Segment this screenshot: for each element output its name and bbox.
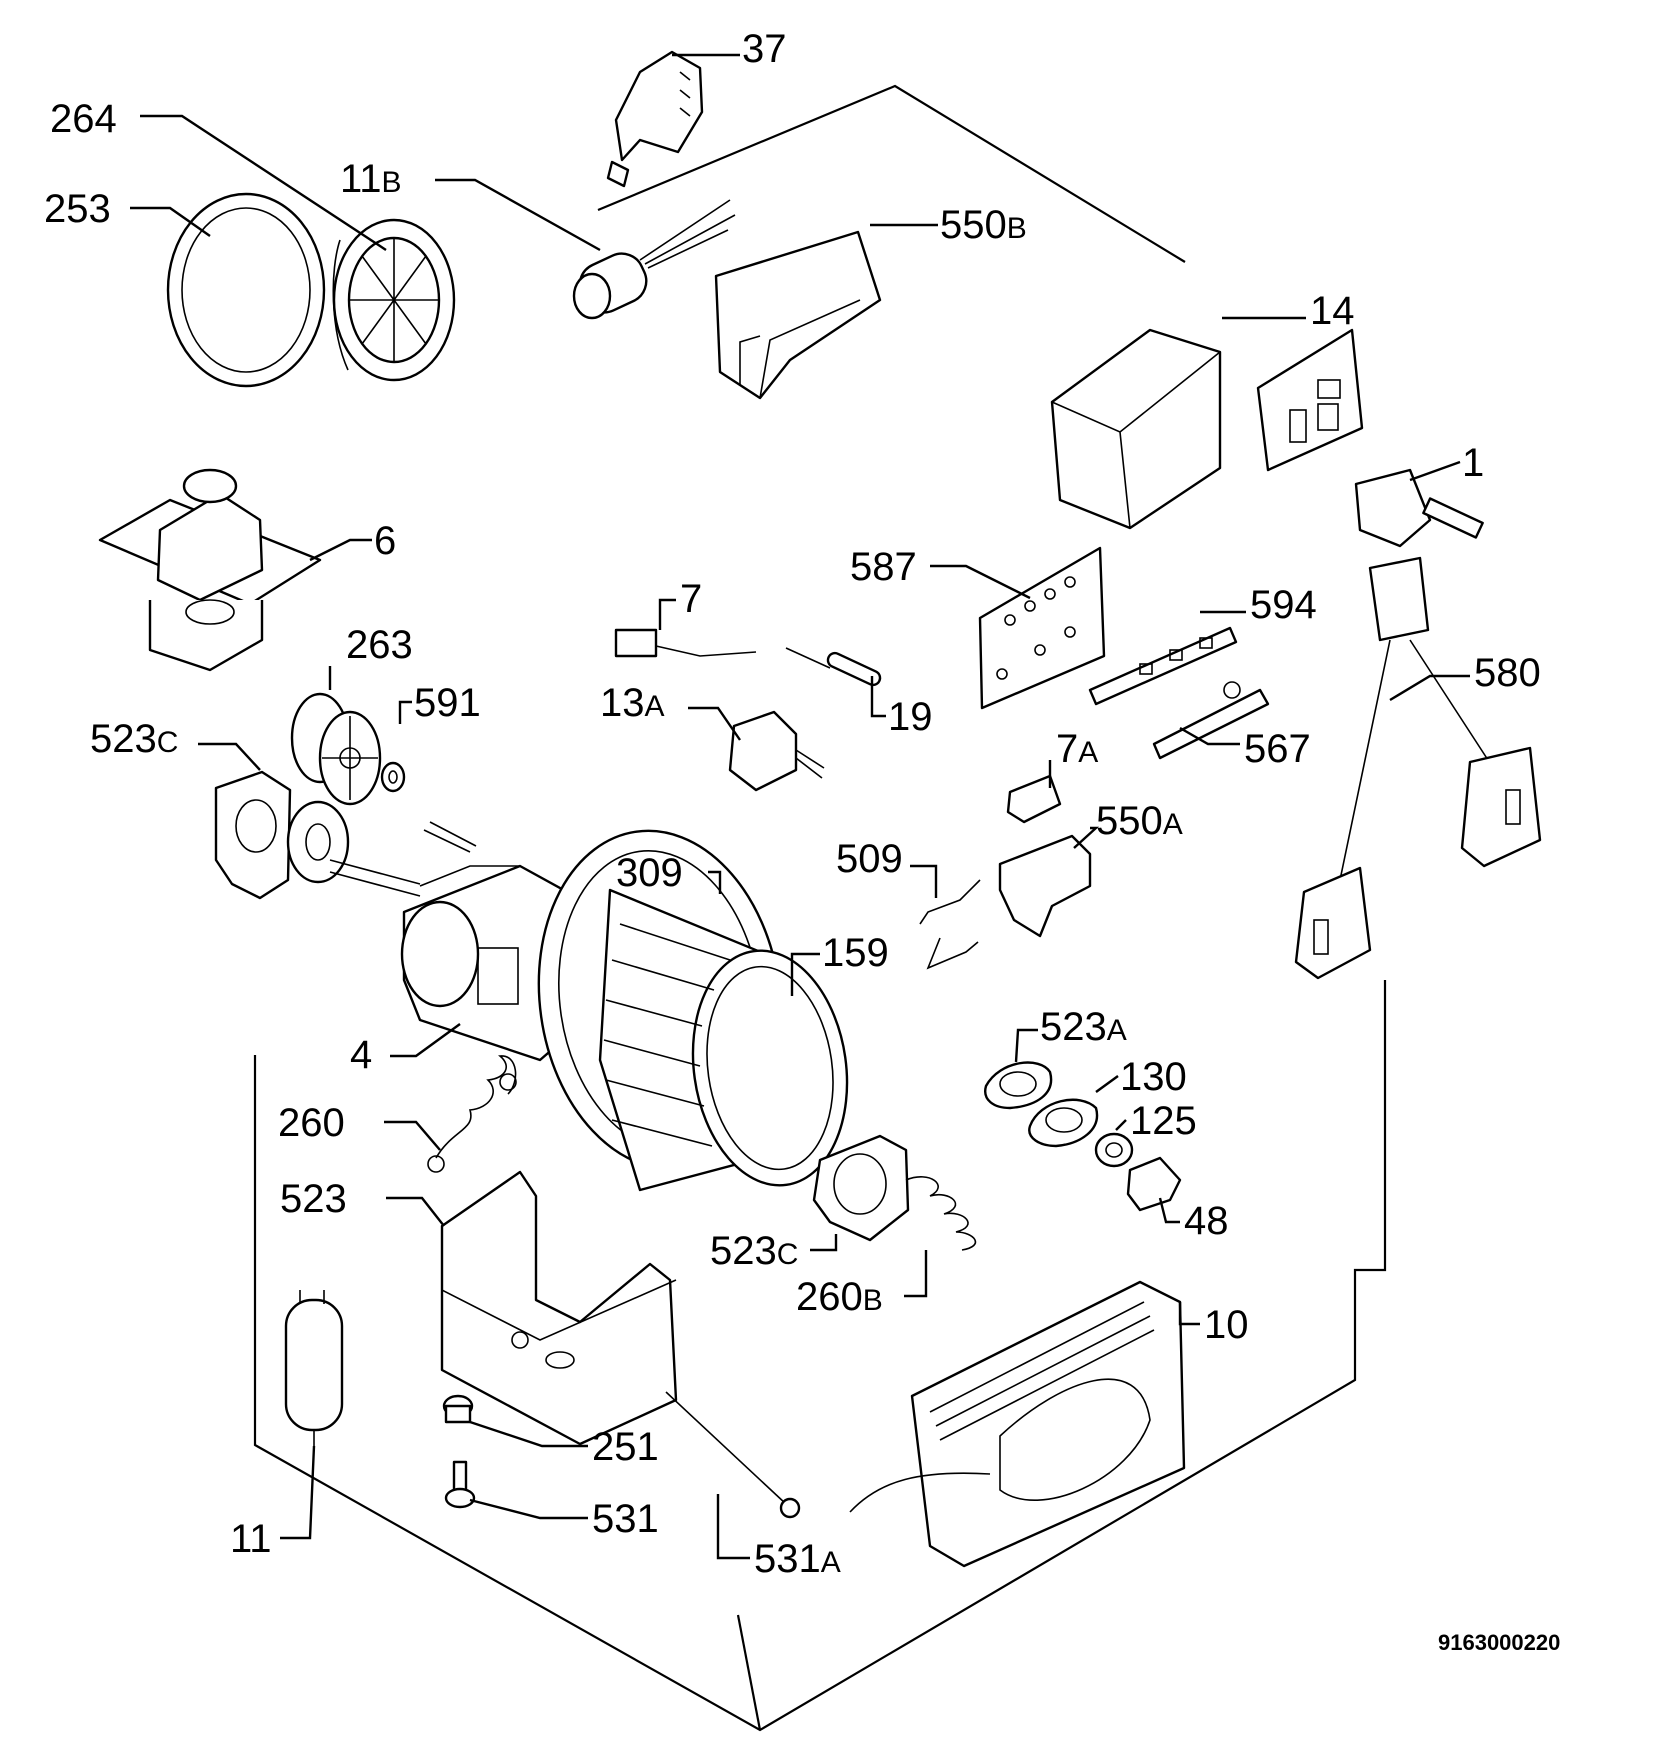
part-523c-bearing-bracket	[214, 770, 421, 900]
callout-509: 509	[836, 837, 903, 881]
part-591-washer	[380, 761, 406, 793]
part-531a-bolt	[665, 1391, 801, 1519]
callout-523a: 523A	[1040, 1005, 1127, 1049]
part-580-switch-assembly	[1294, 556, 1542, 980]
part-7a-switch	[1006, 774, 1062, 824]
part-7-microswitch	[614, 628, 757, 658]
part-37-bracket	[606, 50, 704, 188]
part-10-heater	[849, 1280, 1186, 1568]
part-264-fan-wheel	[332, 218, 456, 382]
callout-4: 4	[350, 1033, 372, 1077]
drawing-code: 9163000220	[1438, 1630, 1560, 1655]
part-523-cradle	[440, 1170, 678, 1446]
callout-labels: 37 264 11B 550B 253 14 1 6 587 7 594 263…	[44, 27, 1541, 1581]
callout-125: 125	[1130, 1099, 1197, 1143]
callout-531a: 531A	[754, 1537, 841, 1581]
callout-550b: 550B	[940, 203, 1027, 247]
enclosure-outline	[253, 84, 1387, 1732]
leader-lines	[130, 53, 1470, 1560]
callout-587: 587	[850, 545, 917, 589]
part-253-belt	[166, 192, 326, 388]
callout-7a: 7A	[1056, 727, 1098, 771]
callout-523c: 523C	[90, 717, 178, 761]
callout-1: 1	[1462, 441, 1484, 485]
callout-260: 260	[278, 1101, 345, 1145]
callout-14: 14	[1310, 289, 1355, 333]
callout-567: 567	[1244, 727, 1311, 771]
callout-550a: 550A	[1096, 799, 1183, 843]
part-523c-right-bracket	[812, 1134, 910, 1242]
part-523a-clip	[984, 1061, 1053, 1110]
callout-7: 7	[680, 577, 702, 621]
callout-309: 309	[616, 851, 683, 895]
part-531-screw	[444, 1460, 476, 1509]
callout-531: 531	[592, 1497, 659, 1541]
part-11b-capacitor	[572, 199, 736, 320]
callout-13a: 13A	[600, 681, 665, 725]
callout-260b: 260B	[796, 1275, 883, 1319]
callout-523c-2: 523C	[710, 1229, 798, 1273]
callout-37: 37	[742, 27, 787, 71]
callout-159: 159	[822, 931, 889, 975]
part-159-blower-drum	[598, 888, 849, 1192]
part-11-capacitor	[284, 1290, 344, 1446]
callout-130: 130	[1120, 1055, 1187, 1099]
callout-253: 253	[44, 187, 111, 231]
part-550b-duct	[714, 230, 882, 400]
part-260b-spring	[905, 1176, 977, 1251]
part-125-nut	[1094, 1132, 1134, 1168]
part-14-control-module	[1050, 328, 1364, 530]
callout-48: 48	[1184, 1199, 1229, 1243]
part-567-bar	[1152, 681, 1270, 760]
part-130-gasket	[1028, 1098, 1099, 1148]
callout-264: 264	[50, 97, 117, 141]
callout-523: 523	[280, 1177, 347, 1221]
part-550a-bracket	[998, 834, 1092, 938]
callout-6: 6	[374, 519, 396, 563]
part-260-spring	[427, 1055, 517, 1173]
callout-251: 251	[592, 1425, 659, 1469]
part-594-bar	[1088, 626, 1238, 706]
callout-11b: 11B	[340, 157, 402, 201]
part-587-pcb	[978, 546, 1106, 710]
part-1-selector-switch	[1354, 468, 1484, 548]
callout-11: 11	[230, 1517, 272, 1561]
part-19-sensor	[785, 647, 882, 687]
part-509-wire	[919, 879, 981, 970]
callout-263: 263	[346, 623, 413, 667]
callout-594: 594	[1250, 583, 1317, 627]
callout-591: 591	[414, 681, 481, 725]
callout-19: 19	[888, 695, 933, 739]
callout-10: 10	[1204, 1303, 1249, 1347]
part-6-pump	[98, 468, 322, 672]
callout-580: 580	[1474, 651, 1541, 695]
part-48-thermostat	[1126, 1156, 1182, 1212]
part-13a-connector	[728, 710, 825, 792]
part-251-grommet	[442, 1394, 474, 1424]
part-263-pulley	[290, 692, 382, 806]
